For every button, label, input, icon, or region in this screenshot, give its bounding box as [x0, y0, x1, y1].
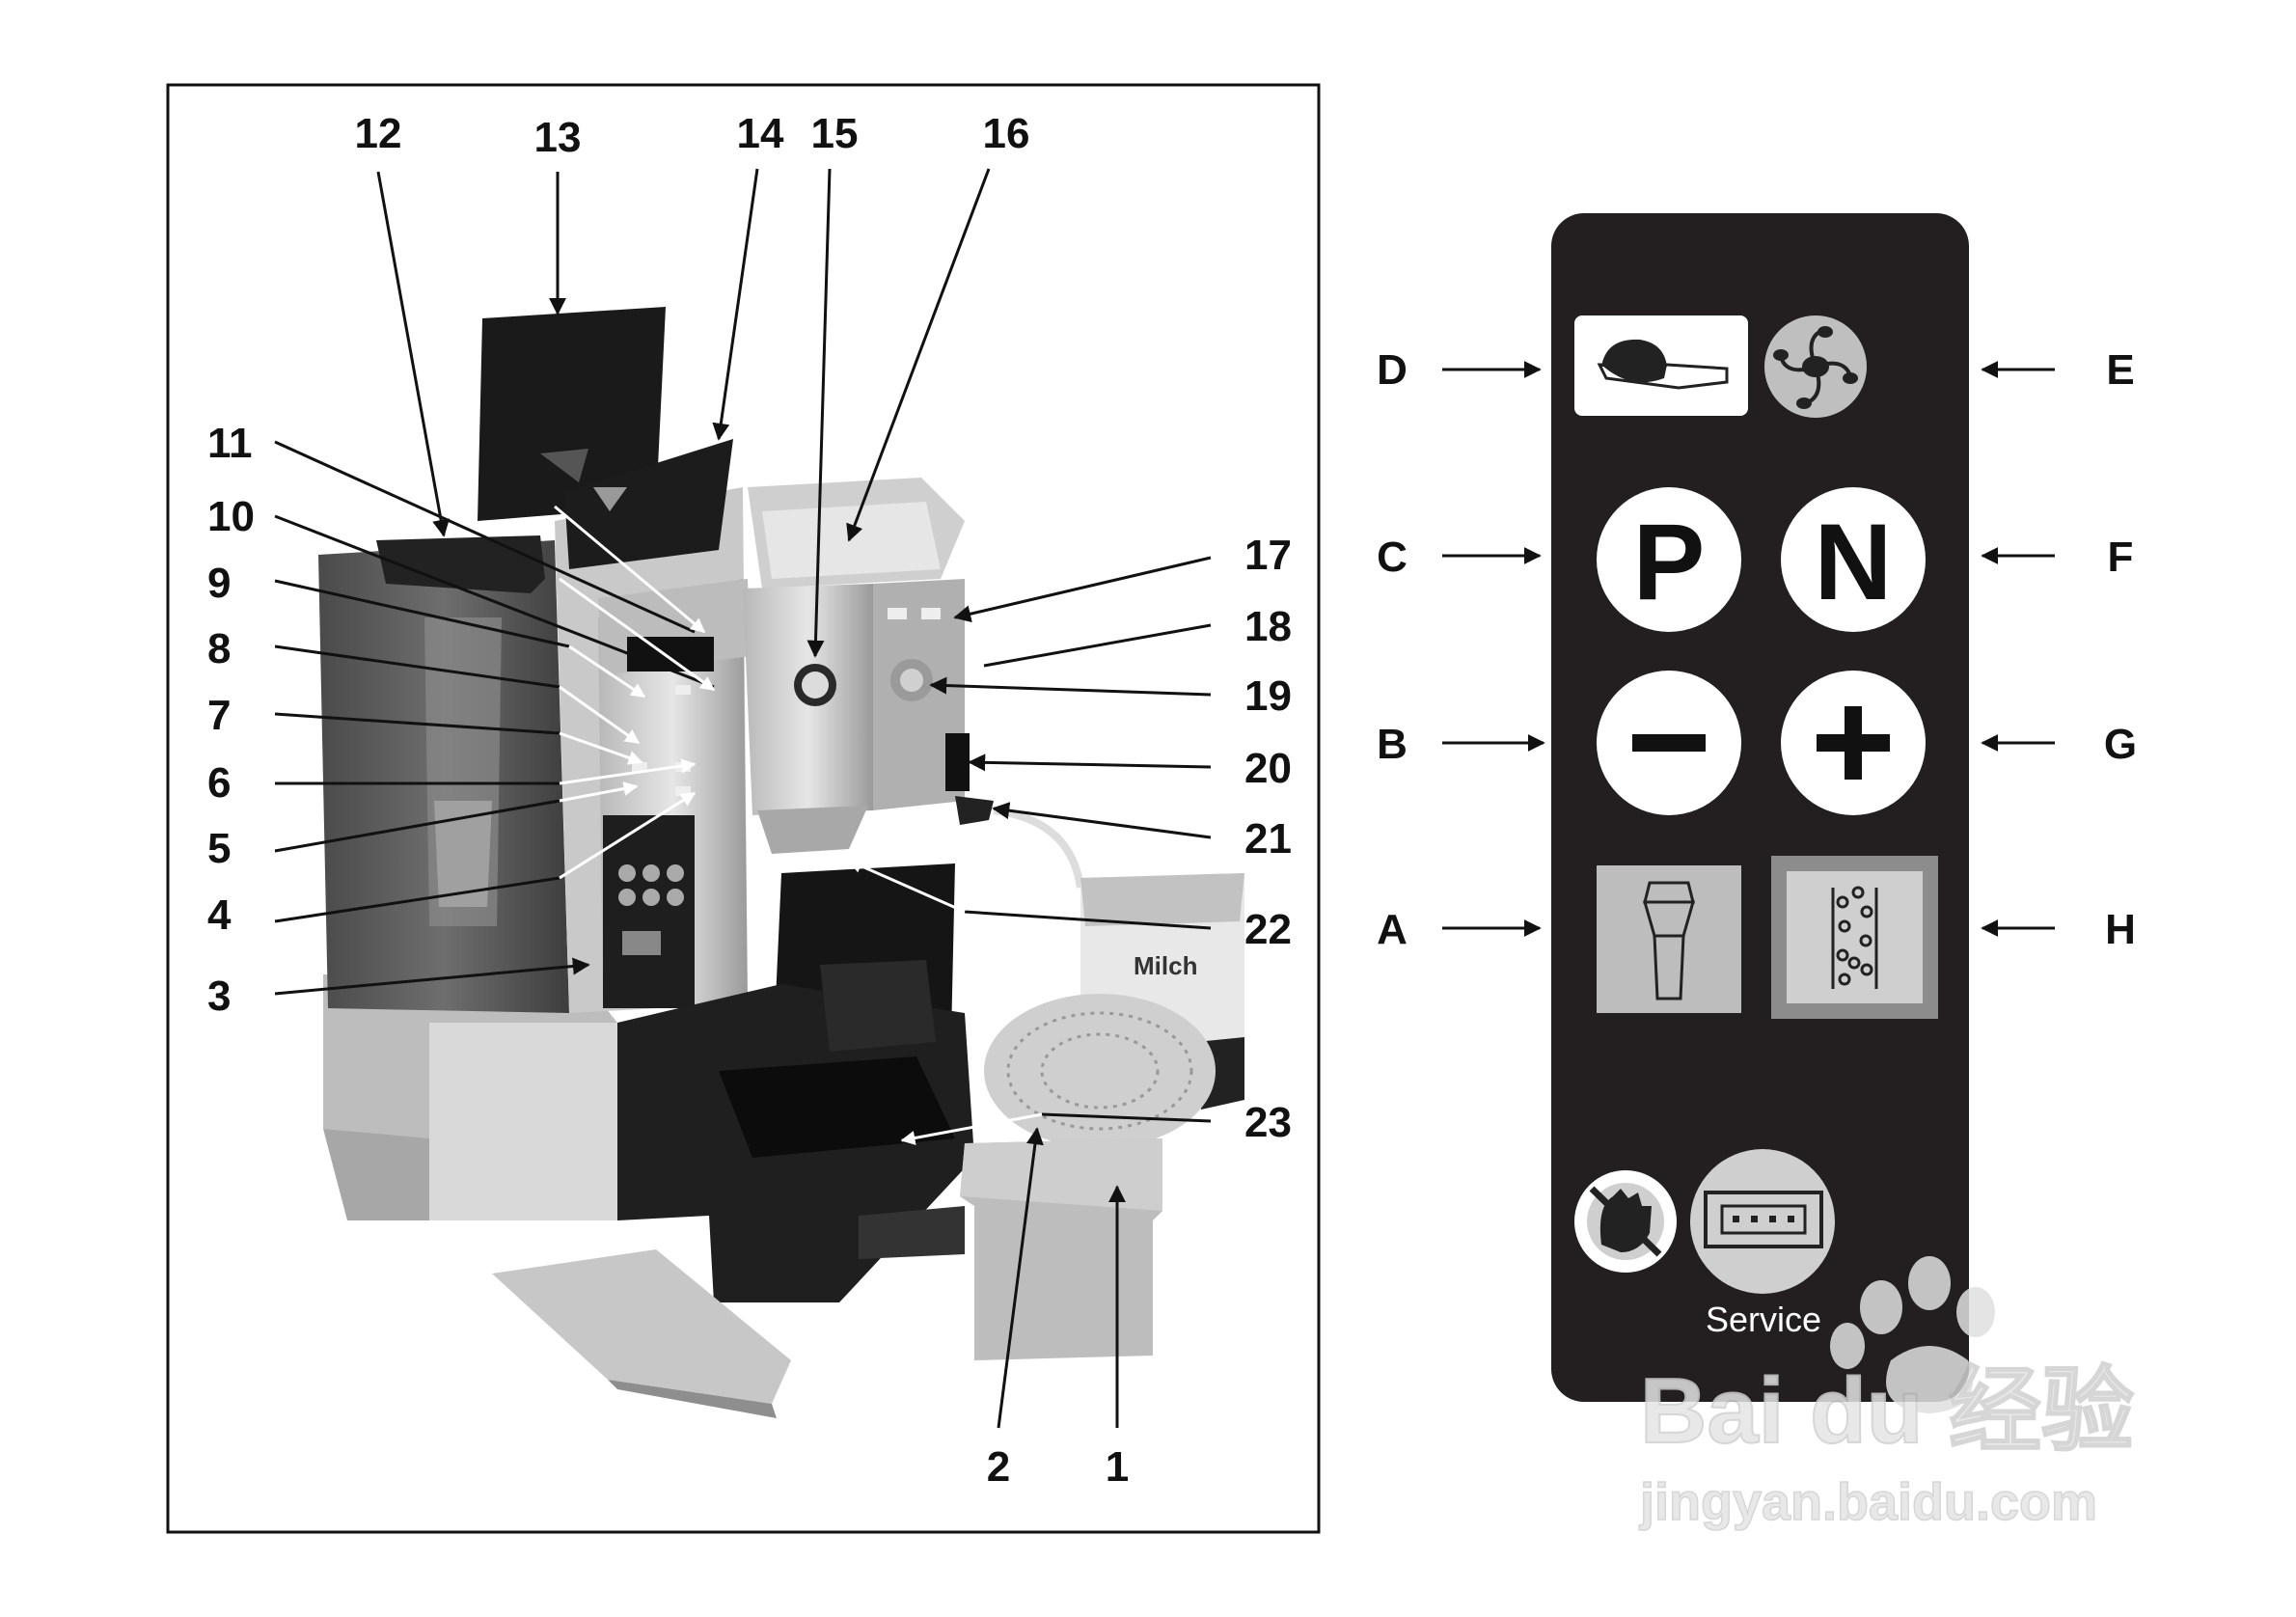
- callout-21: 21: [1244, 815, 1292, 863]
- service-connector-icon: [1704, 1191, 1823, 1248]
- watermark-url: jingyan.baidu.com: [1639, 1473, 2097, 1531]
- callout-1: 1: [1106, 1443, 1129, 1491]
- panel-arrows: [1442, 361, 2055, 937]
- label-h: H: [2105, 906, 2136, 953]
- callout-18: 18: [1244, 603, 1292, 650]
- callout-numbers: 12 13 14 15 16 11 10 9 8 7 6 5 4 3 17 18…: [207, 110, 1292, 1491]
- callout-12: 12: [355, 110, 402, 157]
- callout-22: 22: [1244, 906, 1292, 953]
- keypad-panel: [603, 815, 695, 1008]
- label-g: G: [2104, 721, 2137, 768]
- plus-icon: [1817, 706, 1890, 780]
- callout-5: 5: [207, 825, 231, 872]
- button-e-rinse: [1764, 315, 1867, 418]
- n-letter: N: [1815, 502, 1893, 622]
- callout-23: 23: [1244, 1099, 1292, 1146]
- callout-8: 8: [207, 625, 231, 672]
- watermark-brand: Bai du 经验: [1640, 1359, 2134, 1463]
- callout-7: 7: [207, 692, 231, 739]
- callout-17: 17: [1244, 532, 1292, 579]
- callout-leaders: [274, 168, 1212, 1429]
- powder-lid: [564, 439, 733, 569]
- callout-10: 10: [207, 493, 255, 540]
- callout-leaders-inner: [554, 505, 1043, 1145]
- service-button: [1690, 1149, 1835, 1294]
- button-h-descale: [1771, 856, 1938, 1019]
- tank-handle: [376, 535, 545, 593]
- callout-3: 3: [207, 973, 231, 1020]
- filter-cartridge-icon: [1643, 881, 1695, 1000]
- label-a: A: [1377, 906, 1408, 953]
- machine-figure-frame: [166, 83, 1321, 1534]
- button-f-n: N: [1781, 487, 1926, 632]
- label-e: E: [2106, 346, 2134, 394]
- button-a-filter: [1597, 865, 1741, 1013]
- callout-13: 13: [534, 114, 582, 161]
- svg-text:Milch: Milch: [1134, 951, 1197, 980]
- button-g-plus: [1781, 671, 1926, 815]
- p-letter: P: [1633, 502, 1706, 622]
- detached-tray: [492, 1249, 791, 1404]
- machine-display: [627, 637, 714, 671]
- minus-icon: [1632, 734, 1706, 752]
- label-c: C: [1377, 534, 1408, 581]
- callout-2: 2: [987, 1443, 1010, 1491]
- callout-9: 9: [207, 560, 231, 607]
- callout-6: 6: [207, 759, 231, 807]
- callout-19: 19: [1244, 672, 1292, 720]
- label-b: B: [1377, 721, 1408, 768]
- beans-swirl-icon: [1773, 326, 1858, 409]
- callout-11: 11: [207, 420, 253, 467]
- bean-container-lid: [478, 307, 666, 521]
- panel-letter-labels: D E C F B G A H: [1377, 346, 2137, 953]
- watermark: Bai du 经验 jingyan.baidu.com: [1638, 1256, 2135, 1532]
- callout-15: 15: [811, 110, 859, 157]
- button-c-p: P: [1597, 487, 1741, 632]
- button-d-powder: [1574, 315, 1748, 416]
- callout-20: 20: [1244, 745, 1292, 792]
- descale-pipe-icon: [1831, 886, 1878, 989]
- coffee-machine-illustration: Milch: [318, 307, 1244, 1418]
- callout-16: 16: [983, 110, 1030, 157]
- button-b-minus: [1597, 671, 1741, 815]
- label-f: F: [2108, 534, 2134, 581]
- callout-14: 14: [737, 110, 784, 157]
- label-d: D: [1377, 346, 1408, 394]
- cup-grill: [984, 994, 1216, 1148]
- service-label: Service: [1706, 1300, 1821, 1339]
- no-touch-icon: [1574, 1170, 1677, 1273]
- paw-logo-icon: [1830, 1256, 1995, 1413]
- callout-4: 4: [207, 891, 232, 939]
